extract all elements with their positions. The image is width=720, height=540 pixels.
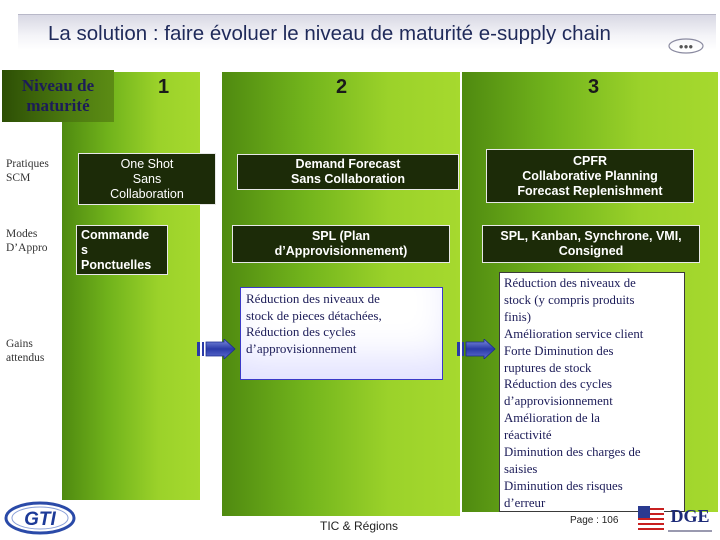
gain-text-line: Amélioration service client — [504, 326, 644, 341]
pratiques-level1-box: One Shot Sans Collaboration — [78, 153, 216, 205]
maturity-label-line: maturité — [26, 96, 90, 115]
modes-level3-box: SPL, Kanban, Synchrone, VMI, Consigned — [482, 225, 700, 263]
gain-text-line: Réduction des cycles — [504, 377, 613, 392]
dge-logo-text: DGE — [670, 506, 709, 526]
level1-column — [62, 72, 200, 500]
page-number: Page : 106 — [570, 515, 619, 526]
box-text-line: Collaboration — [110, 186, 184, 201]
box-text-line: Ponctuelles — [81, 257, 152, 272]
gti-logo-icon: GTI — [4, 501, 76, 535]
gain-text-line: réactivité — [504, 428, 552, 443]
row-label-gains: Gains attendus — [6, 337, 44, 365]
pratiques-level3-box: CPFR Collaborative Planning Forecast Rep… — [486, 149, 694, 203]
gain-text-line: d’approvisionnement — [504, 394, 613, 409]
gain-text-line: finis) — [504, 309, 532, 324]
level-number-1: 1 — [158, 76, 170, 98]
box-text-line: Sans Collaboration — [291, 172, 405, 186]
box-text-line: SPL, Kanban, Synchrone, VMI, — [500, 229, 682, 243]
maturity-label-line: Niveau de — [21, 76, 95, 95]
gains-level2-box: Réduction des niveaux de stock de pieces… — [240, 287, 443, 380]
gti-logo-text: GTI — [24, 509, 56, 530]
box-text-line: Sans — [132, 171, 162, 186]
box-text-line: Demand Forecast — [295, 157, 401, 171]
row-label-line: SCM — [6, 172, 31, 184]
row-label-line: D’Appro — [6, 242, 48, 254]
slide-title: La solution : faire évoluer le niveau de… — [48, 22, 611, 45]
gain-text-line: Réduction des cycles — [246, 324, 356, 339]
modes-level2-box: SPL (Plan d’Approvisionnement) — [232, 225, 450, 263]
row-label-line: Pratiques — [6, 158, 49, 170]
gain-text-line: saisies — [504, 461, 538, 476]
maturity-level-header: Niveau de maturité — [2, 70, 114, 122]
level-number-3: 3 — [588, 76, 600, 98]
svg-text:●●●: ●●● — [679, 42, 694, 51]
row-label-line: attendus — [6, 352, 45, 364]
corner-logo-icon: ●●● — [668, 38, 704, 54]
gain-text-line: stock (y compris produits — [504, 292, 635, 307]
modes-level1-box: Commande s Ponctuelles — [76, 225, 168, 275]
gain-text-line: d’approvisionnement — [246, 340, 357, 356]
box-text-line: Collaborative Planning — [522, 168, 658, 183]
box-text-line: Commande — [81, 227, 150, 242]
row-label-line: Modes — [6, 228, 38, 240]
box-text-line: SPL (Plan — [311, 229, 371, 243]
row-label-modes: Modes D’Appro — [6, 227, 48, 255]
gain-text-line: Réduction des niveaux de — [504, 276, 636, 290]
box-text-line: Forecast Replenishment — [517, 183, 663, 198]
gain-text-line: Diminution des risques — [504, 478, 623, 493]
gains-level3-box: Réduction des niveaux de stock (y compri… — [499, 272, 685, 512]
gain-text-line: stock de pieces détachées, — [246, 307, 382, 323]
level-number-2: 2 — [336, 76, 348, 98]
box-text-line: d’Approvisionnement) — [274, 244, 408, 258]
arrow-right-icon — [197, 339, 236, 359]
title-bar — [18, 14, 716, 50]
row-label-pratiques: Pratiques SCM — [6, 157, 49, 185]
pratiques-level2-box: Demand Forecast Sans Collaboration — [237, 154, 459, 190]
gain-text-line: ruptures de stock — [504, 360, 592, 375]
gain-text-line: Réduction des niveaux de — [246, 291, 380, 306]
gain-text-line: d’erreur — [504, 495, 546, 510]
row-label-line: Gains — [6, 338, 33, 350]
gain-text-line: Forte Diminution des — [504, 343, 614, 358]
box-text-line: CPFR — [572, 153, 608, 168]
box-text-line: Consigned — [558, 244, 624, 258]
arrow-right-icon — [457, 339, 496, 359]
gain-text-line: Diminution des charges de — [504, 445, 641, 460]
gain-text-line: Amélioration de la — [504, 411, 600, 426]
box-text-line: One Shot — [120, 156, 174, 171]
footer-center-text: TIC & Régions — [320, 519, 399, 533]
box-text-line: s — [81, 242, 88, 257]
dge-logo-icon: DGE — [638, 506, 712, 534]
